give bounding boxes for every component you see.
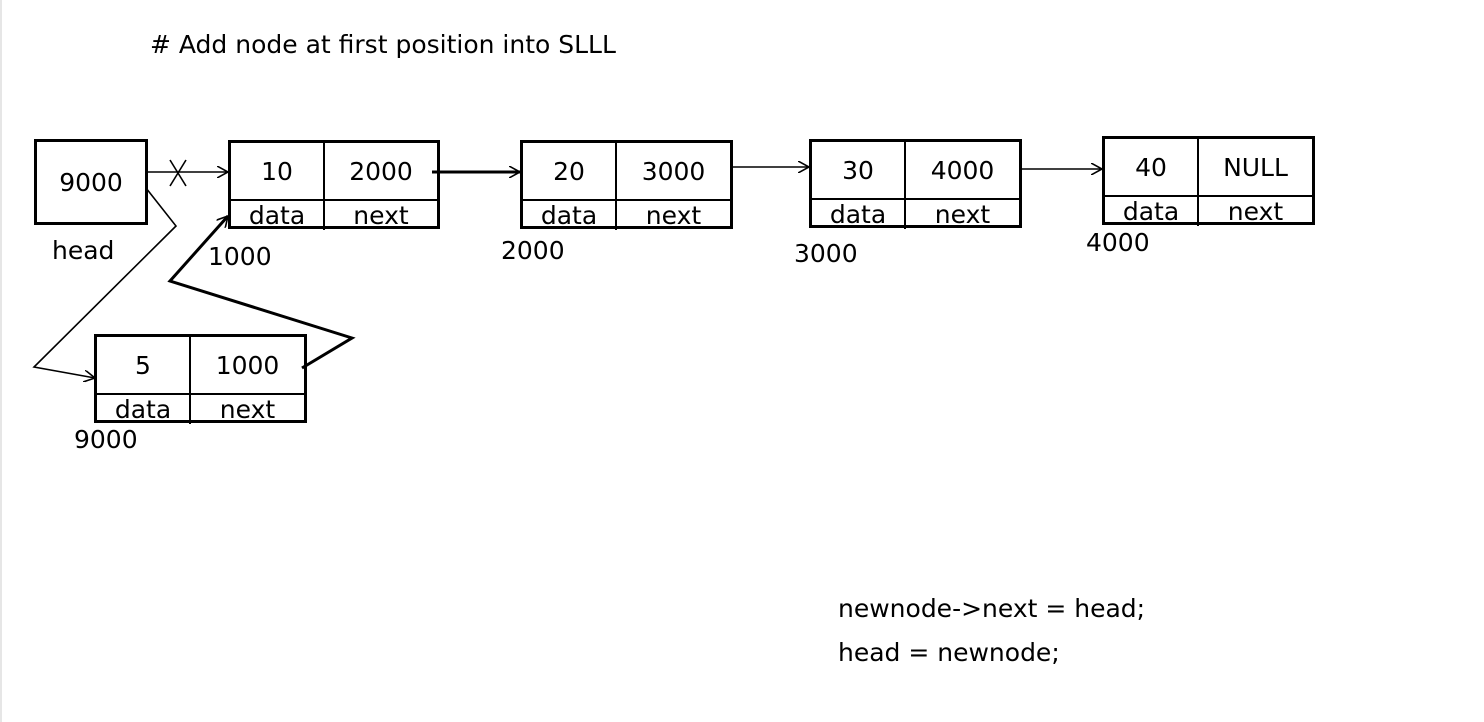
- new-node-next-arrow: [167, 216, 356, 370]
- node-data-label: data: [1105, 197, 1199, 226]
- code-line-2: head = newnode;: [838, 638, 1060, 667]
- node-next-label: next: [645, 201, 702, 230]
- new-node-address-label: 9000: [74, 425, 138, 454]
- list-node-1: 10 2000 data next: [228, 140, 440, 230]
- node-data-label: data: [231, 201, 325, 230]
- node-next-value: 2000: [325, 143, 437, 201]
- node-data-value: 30: [812, 142, 906, 200]
- node-next-label: next: [1227, 197, 1284, 226]
- new-node-next-label: next: [219, 395, 276, 424]
- node-address-label: 1000: [208, 242, 272, 271]
- node-address-label: 2000: [501, 236, 565, 265]
- node-data-value: 40: [1105, 139, 1199, 197]
- new-node-data-label: data: [97, 395, 191, 424]
- node-next-label: next: [353, 201, 409, 230]
- diagram-title: # Add node at first position into SLLL: [150, 30, 616, 59]
- head-pointer-value: 9000: [59, 167, 123, 197]
- new-node-next-value: 1000: [191, 337, 304, 395]
- node-next-value: 4000: [906, 142, 1019, 200]
- new-node: 5 1000 data next: [94, 334, 307, 424]
- head-label: head: [52, 236, 115, 265]
- node-address-label: 3000: [794, 239, 858, 268]
- list-node-3: 30 4000 data next: [809, 139, 1022, 229]
- code-line-1: newnode->next = head;: [838, 594, 1146, 623]
- new-head-link-arrow: [32, 187, 178, 378]
- new-node-data-value: 5: [97, 337, 191, 395]
- node-data-value: 20: [523, 143, 617, 201]
- node-next-value: 3000: [617, 143, 730, 201]
- head-pointer-box: 9000: [34, 139, 148, 225]
- list-node-2: 20 3000 data next: [520, 140, 733, 230]
- node-data-label: data: [812, 200, 906, 229]
- node-data-value: 10: [231, 143, 325, 201]
- cross-out-mark: [169, 159, 187, 187]
- node-address-label: 4000: [1086, 228, 1150, 257]
- list-node-4: 40 NULL data next: [1102, 136, 1315, 226]
- node-next-value: NULL: [1199, 139, 1312, 197]
- page-edge: [0, 0, 2, 722]
- node-next-label: next: [934, 200, 991, 229]
- node-data-label: data: [523, 201, 617, 230]
